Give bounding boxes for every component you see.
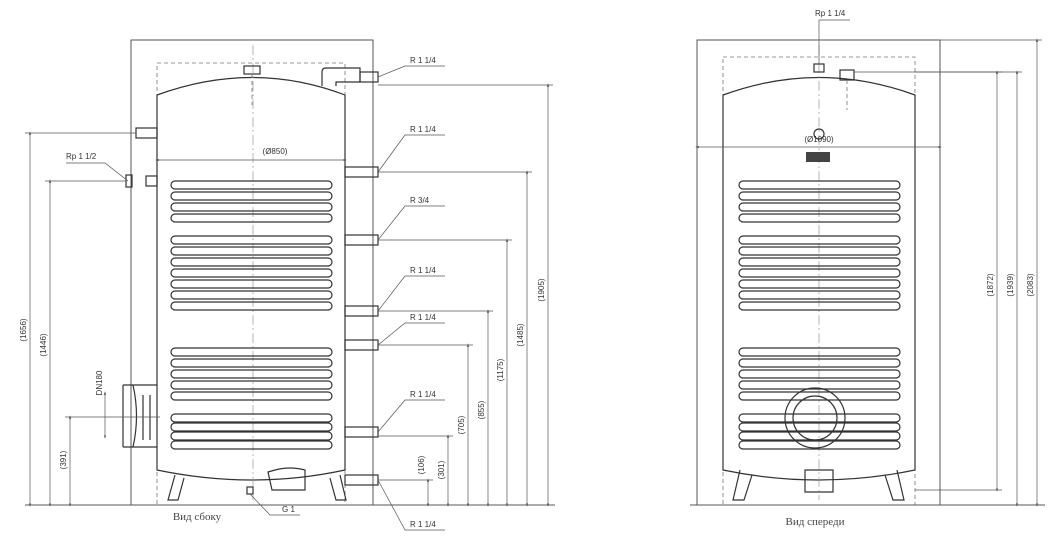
dim-1175: (1175) [496,358,505,381]
coil-winding [170,257,333,267]
coil-winding [170,431,333,441]
label-coil1-bottom: R 1 1/4 [410,266,436,275]
coil-winding [738,290,901,300]
coil-winding [170,440,333,450]
side-diameter-label: (Ø850) [263,147,288,156]
coil-winding [738,257,901,267]
front-view: (Ø1090) Rp 1 1/4 (1872) (1939) (2083) Ви… [690,9,1045,528]
coil-winding [170,279,333,289]
coil-winding [738,202,901,212]
front-tank-body [722,76,916,481]
coil-winding [170,413,333,423]
coil-winding [170,235,333,245]
coil-winding [170,391,333,401]
dim-1872: (1872) [986,273,995,296]
coil-winding [170,180,333,190]
coil-winding [738,180,901,190]
top-anode-fitting [243,65,261,75]
label-coil2-bottom: R 1 1/4 [410,390,436,399]
front-view-caption: Вид спереди [786,516,845,528]
flange-dn180 [122,384,157,448]
coil-winding [170,301,333,311]
coil-winding [170,202,333,212]
coil-winding [738,440,901,450]
front-dimensions: (1872) (1939) (2083) [915,38,1042,507]
coil-winding [738,246,901,256]
dim-2083: (2083) [1026,273,1035,296]
coil-winding [170,369,333,379]
dim-1446: (1446) [39,333,48,356]
dim-855: (855) [477,400,486,419]
side-view: (Ø850) R 1 1/4 R 1 1/4 R 3/4 R 1 1/4 R 1… [19,39,555,531]
dim-1939: (1939) [1006,273,1015,296]
side-feet [167,474,347,501]
flange-label: DN180 [95,370,104,395]
coil-winding [738,213,901,223]
front-top-connection-label: Rp 1 1/4 [815,9,846,18]
label-sensor: Rp 1 1/2 [66,152,97,161]
drain-g1 [246,486,254,495]
front-feet [732,469,905,501]
brand-plate [806,152,830,162]
coil-winding [738,347,901,357]
side-left-dimensions: (1656) (1446) (391) DN180 [19,131,160,507]
coil-winding [738,235,901,245]
side-envelope [130,39,374,506]
coil-winding [170,246,333,256]
coil-winding [738,380,901,390]
coil-winding [170,213,333,223]
inspection-flange [784,387,846,449]
dim-1485: (1485) [516,323,525,346]
left-sensor-stub [145,175,158,187]
coil-winding [738,369,901,379]
side-coils [170,180,333,450]
label-top: R 1 1/4 [410,56,436,65]
label-coil2-top: R 1 1/4 [410,313,436,322]
coil-winding [738,422,901,432]
top-pipe [321,67,361,86]
coil-winding [738,431,901,441]
front-envelope [696,39,941,506]
label-drain: G 1 [282,505,295,514]
label-bottom: R 1 1/4 [410,520,436,529]
coil-winding [170,380,333,390]
coil-winding [170,268,333,278]
side-view-caption: Вид сбоку [173,511,222,523]
side-tank-body [156,76,346,481]
side-drain-fitting [267,467,306,491]
coil-winding [738,268,901,278]
left-connection-stub [135,127,158,139]
coil-winding [170,290,333,300]
coil-winding [170,191,333,201]
thermometer-port [813,128,825,140]
side-connection-labels: R 1 1/4 R 1 1/4 R 3/4 R 1 1/4 R 1 1/4 R … [66,56,445,531]
coil-winding [170,422,333,432]
label-coil1-top: R 1 1/4 [410,125,436,134]
dim-301: (301) [437,460,446,479]
side-insulation-outline [156,62,346,506]
dim-705: (705) [457,415,466,434]
front-diameter-label: (Ø1090) [804,135,834,144]
dim-1656: (1656) [19,318,28,341]
front-coils [738,180,901,450]
dim-391: (391) [59,450,68,469]
dim-1905: (1905) [537,278,546,301]
coil-winding [170,358,333,368]
dim-106: (106) [417,455,426,474]
coil-winding [738,413,901,423]
coil-winding [170,347,333,357]
coil-winding [738,191,901,201]
coil-winding [738,391,901,401]
side-right-dimensions: (1905) (1485) (1175) (855) (705) (301) (… [378,83,553,507]
coil-winding [738,358,901,368]
label-middle: R 3/4 [410,196,430,205]
coil-winding [738,279,901,289]
front-drain-fitting [804,469,834,493]
coil-winding [738,301,901,311]
